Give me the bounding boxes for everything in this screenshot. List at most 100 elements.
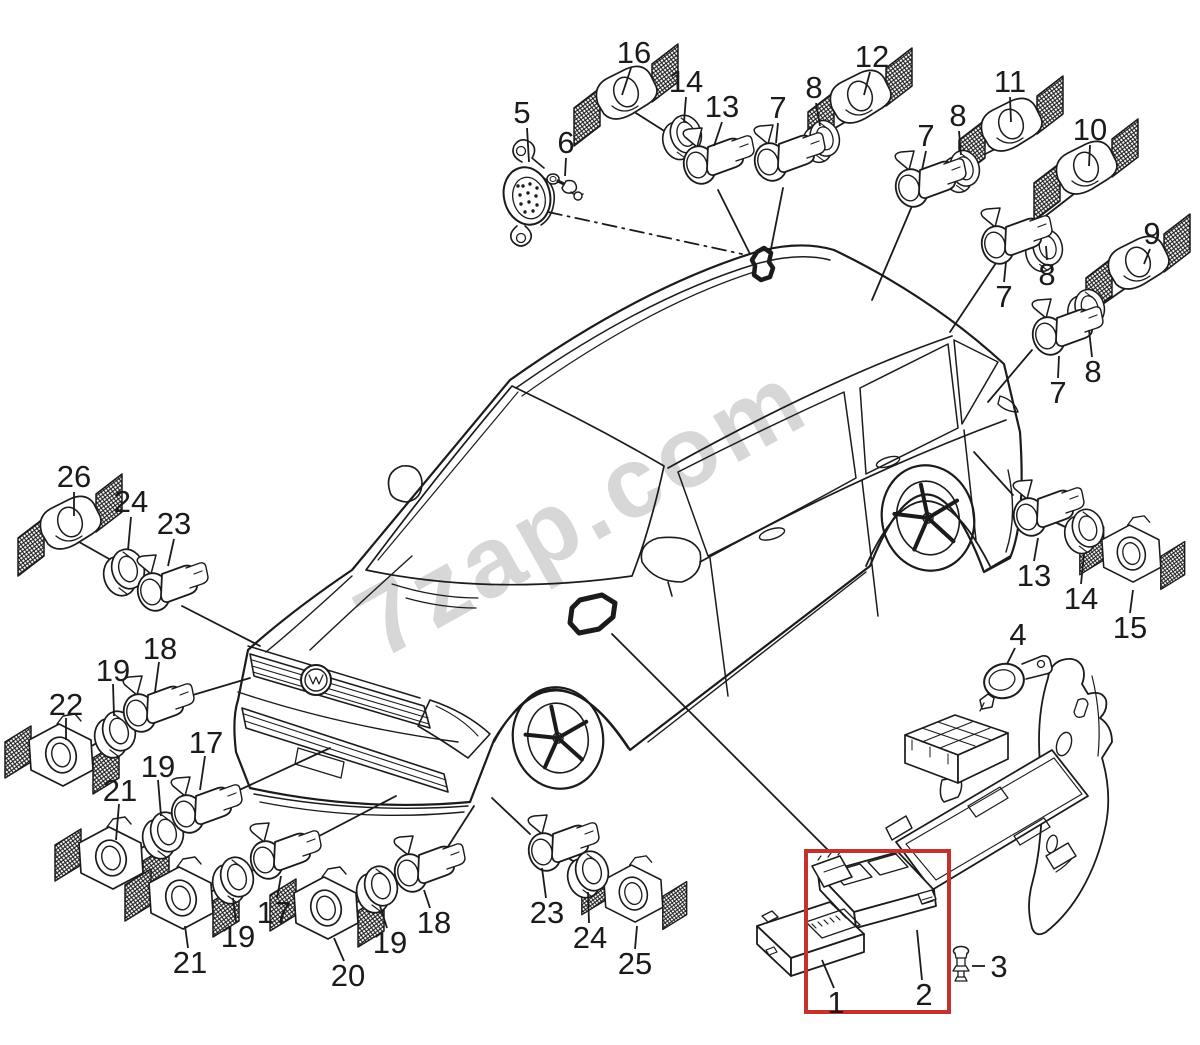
- callout-21-32[interactable]: 21: [173, 925, 207, 980]
- callout-7-5[interactable]: 7: [769, 90, 787, 144]
- callout-number[interactable]: 18: [417, 905, 451, 940]
- callout-number[interactable]: 15: [1113, 610, 1147, 645]
- callout-leader: [634, 925, 638, 950]
- callout-number[interactable]: 8: [1084, 354, 1101, 389]
- callout-number[interactable]: 7: [1049, 375, 1066, 410]
- callout-number[interactable]: 12: [855, 39, 889, 74]
- callout-23-36[interactable]: 23: [530, 867, 564, 930]
- callout-1-39[interactable]: 1: [821, 959, 845, 1020]
- callout-16-2[interactable]: 16: [617, 35, 651, 96]
- callout-19-34[interactable]: 19: [373, 905, 407, 960]
- callout-22-26[interactable]: 22: [49, 687, 83, 740]
- callout-number[interactable]: 7: [769, 90, 786, 125]
- callout-number[interactable]: 21: [103, 773, 137, 808]
- callout-number[interactable]: 7: [995, 279, 1012, 314]
- callout-leader: [821, 959, 835, 989]
- link-line: [949, 259, 999, 333]
- callout-19-31[interactable]: 19: [221, 897, 255, 954]
- callout-number[interactable]: 23: [530, 895, 564, 930]
- highlight-box: [804, 849, 951, 1014]
- callout-8-9[interactable]: 8: [949, 98, 967, 156]
- callout-leader: [775, 122, 779, 144]
- callout-8-15[interactable]: 8: [1084, 329, 1102, 389]
- callout-17-30[interactable]: 17: [257, 875, 291, 930]
- callout-leader: [333, 937, 345, 962]
- callout-18-33[interactable]: 18: [417, 889, 451, 940]
- callout-number[interactable]: 24: [573, 920, 607, 955]
- callout-number[interactable]: 14: [669, 64, 703, 99]
- callout-5-0[interactable]: 5: [513, 95, 531, 163]
- callout-number[interactable]: 14: [1064, 581, 1098, 616]
- callout-number[interactable]: 9: [1143, 216, 1160, 251]
- callout-7-14[interactable]: 7: [995, 261, 1013, 314]
- callout-19-28[interactable]: 19: [141, 749, 175, 817]
- callout-number[interactable]: 26: [57, 459, 91, 494]
- callout-3-41[interactable]: 3: [972, 949, 1008, 984]
- callout-number[interactable]: 17: [257, 895, 291, 930]
- callout-8-13[interactable]: 8: [1038, 245, 1056, 292]
- callout-leader: [921, 150, 927, 171]
- callout-14-21[interactable]: 14: [1064, 553, 1098, 616]
- callout-13-4[interactable]: 13: [705, 89, 739, 147]
- callout-2-40[interactable]: 2: [915, 929, 933, 1012]
- callout-12-7[interactable]: 12: [855, 39, 889, 96]
- callout-11-10[interactable]: 11: [994, 64, 1026, 123]
- callout-23-19[interactable]: 23: [157, 506, 191, 567]
- callout-number[interactable]: 6: [557, 125, 574, 160]
- callout-number[interactable]: 21: [173, 945, 207, 980]
- callout-number[interactable]: 17: [189, 725, 223, 760]
- callout-leader: [526, 127, 530, 163]
- callout-14-3[interactable]: 14: [669, 64, 703, 123]
- callout-number[interactable]: 19: [141, 749, 175, 784]
- callout-leader: [184, 925, 189, 949]
- callout-20-35[interactable]: 20: [331, 937, 365, 993]
- callout-number[interactable]: 19: [373, 925, 407, 960]
- callout-number[interactable]: 11: [994, 64, 1026, 99]
- callout-number[interactable]: 1: [827, 985, 844, 1020]
- callout-number[interactable]: 22: [49, 687, 83, 722]
- callout-leader: [157, 779, 162, 817]
- callout-number[interactable]: 13: [1017, 558, 1051, 593]
- callout-number[interactable]: 23: [157, 506, 191, 541]
- callout-26-17[interactable]: 26: [57, 459, 91, 516]
- callout-8-6[interactable]: 8: [805, 70, 823, 127]
- callout-number[interactable]: 4: [1009, 617, 1026, 652]
- callout-21-29[interactable]: 21: [103, 773, 137, 841]
- callout-18-24[interactable]: 18: [143, 631, 177, 693]
- callout-7-16[interactable]: 7: [1049, 355, 1067, 410]
- callout-number[interactable]: 8: [1038, 257, 1055, 292]
- callout-6-1[interactable]: 6: [557, 125, 575, 177]
- callout-number[interactable]: 7: [917, 118, 934, 153]
- callout-number[interactable]: 8: [805, 70, 822, 105]
- callout-24-37[interactable]: 24: [573, 891, 607, 955]
- callout-number[interactable]: 18: [143, 631, 177, 666]
- callout-number[interactable]: 8: [949, 98, 966, 133]
- callout-4-23[interactable]: 4: [1006, 617, 1027, 665]
- callout-7-8[interactable]: 7: [917, 118, 935, 171]
- callout-number[interactable]: 19: [221, 919, 255, 954]
- callout-leader: [587, 891, 590, 924]
- callout-leader: [1088, 329, 1093, 358]
- link-line: [717, 189, 751, 255]
- callout-number[interactable]: 5: [513, 95, 530, 130]
- callout-17-27[interactable]: 17: [189, 725, 223, 791]
- callout-25-38[interactable]: 25: [618, 925, 652, 981]
- callout-number[interactable]: 19: [96, 653, 130, 688]
- callout-number[interactable]: 20: [331, 958, 365, 993]
- callout-10-11[interactable]: 10: [1073, 112, 1107, 167]
- link-line: [973, 451, 1014, 496]
- callout-9-12[interactable]: 9: [1143, 216, 1161, 265]
- callout-number[interactable]: 2: [915, 977, 932, 1012]
- callout-number[interactable]: 24: [114, 484, 148, 519]
- link-line: [871, 205, 913, 301]
- callout-number[interactable]: 16: [617, 35, 651, 70]
- callout-24-18[interactable]: 24: [114, 484, 148, 551]
- callout-number[interactable]: 3: [990, 949, 1007, 984]
- callout-number[interactable]: 13: [705, 89, 739, 124]
- callout-19-25[interactable]: 19: [96, 653, 130, 717]
- callout-15-22[interactable]: 15: [1113, 589, 1147, 645]
- callout-number[interactable]: 10: [1073, 112, 1107, 147]
- callout-13-20[interactable]: 13: [1017, 537, 1051, 593]
- callout-number[interactable]: 25: [618, 946, 652, 981]
